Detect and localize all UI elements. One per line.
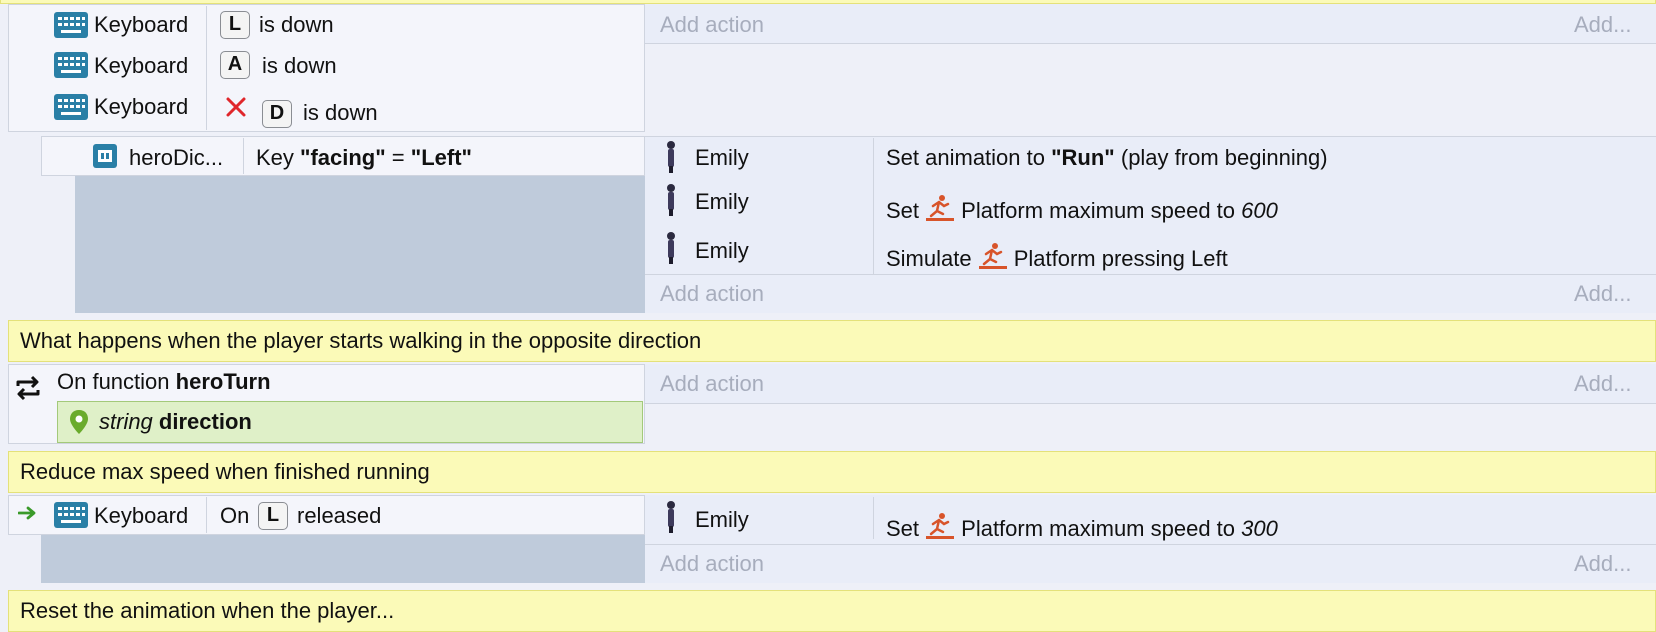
add-action-link[interactable]: Add action bbox=[660, 12, 764, 37]
divider bbox=[645, 544, 1656, 545]
invert-x-icon bbox=[226, 97, 246, 117]
key-cap: L bbox=[258, 502, 288, 530]
key-cap: A bbox=[220, 51, 250, 79]
add-action-link[interactable]: Add action bbox=[660, 371, 764, 396]
condition-prefix: On bbox=[220, 503, 250, 528]
function-loop-icon bbox=[16, 375, 40, 401]
add-more-link[interactable]: Add... bbox=[1574, 371, 1632, 396]
add-more-link[interactable]: Add... bbox=[1574, 281, 1632, 306]
comment-text: Reduce max speed when finished running bbox=[20, 459, 430, 484]
key-cap: L bbox=[220, 11, 250, 39]
action-text: Set animation to "Run" (play from beginn… bbox=[886, 145, 1328, 170]
action-text: Set Platform maximum speed to 600 bbox=[886, 194, 1278, 224]
comment-event-partial[interactable]: Reset the animation when the player... bbox=[8, 590, 1656, 632]
condition-text: released bbox=[297, 503, 382, 528]
keyboard-icon bbox=[54, 502, 88, 528]
function-parameter[interactable]: string direction bbox=[57, 401, 643, 443]
event-3-conditions-empty bbox=[41, 535, 645, 583]
event-1-add-action-row[interactable] bbox=[645, 4, 1656, 44]
condition-text: Key "facing" = "Left" bbox=[256, 145, 472, 170]
condition-object: Keyboard bbox=[94, 503, 189, 528]
platform-behavior-icon bbox=[926, 513, 955, 539]
action-object: Emily bbox=[695, 238, 749, 263]
event-3-actions bbox=[645, 495, 1656, 583]
sub-event-condition[interactable] bbox=[41, 136, 645, 176]
add-more-link[interactable]: Add... bbox=[1574, 551, 1632, 576]
platform-behavior-icon bbox=[926, 195, 955, 221]
add-action-link[interactable]: Add action bbox=[660, 551, 764, 576]
condition-object: Keyboard bbox=[94, 12, 189, 37]
parameter-type: string bbox=[99, 409, 153, 434]
parameter-pin-icon bbox=[70, 410, 88, 434]
action-text: Simulate Platform pressing Left bbox=[886, 242, 1228, 272]
condition-text: is down bbox=[262, 53, 337, 78]
action-separator bbox=[873, 138, 874, 275]
function-title: On function heroTurn bbox=[57, 369, 271, 394]
sub-event-actions bbox=[645, 136, 1656, 313]
keyboard-icon bbox=[54, 12, 88, 38]
action-object: Emily bbox=[695, 145, 749, 170]
comment-text: What happens when the player starts walk… bbox=[20, 328, 702, 353]
comment-event[interactable]: Reduce max speed when finished running bbox=[8, 451, 1656, 493]
condition-text: is down bbox=[303, 100, 378, 125]
trigger-arrow-icon bbox=[18, 506, 36, 520]
sub-event-separator bbox=[243, 138, 244, 174]
condition-object: heroDic... bbox=[129, 145, 224, 170]
parameter-name: direction bbox=[158, 409, 252, 434]
condition-text: is down bbox=[259, 12, 334, 37]
action-separator bbox=[873, 497, 874, 539]
emily-sprite-icon bbox=[667, 184, 675, 216]
event-1-conditions[interactable] bbox=[8, 4, 645, 132]
keyboard-icon bbox=[54, 94, 88, 120]
emily-sprite-icon bbox=[667, 141, 675, 173]
event-3-separator bbox=[206, 497, 207, 533]
key-cap: D bbox=[262, 100, 292, 128]
sub-event-conditions-empty bbox=[75, 176, 645, 313]
action-object: Emily bbox=[695, 507, 749, 532]
keyboard-icon bbox=[54, 52, 88, 78]
function-add-action-row[interactable] bbox=[645, 364, 1656, 404]
event-3-condition[interactable] bbox=[8, 495, 645, 535]
event-1-separator bbox=[206, 6, 207, 130]
emily-sprite-icon bbox=[667, 501, 675, 533]
divider bbox=[645, 274, 1656, 275]
add-more-link[interactable]: Add... bbox=[1574, 12, 1632, 37]
action-text: Set Platform maximum speed to 300 bbox=[886, 512, 1278, 542]
comment-event[interactable]: What happens when the player starts walk… bbox=[8, 320, 1656, 362]
add-action-link[interactable]: Add action bbox=[660, 281, 764, 306]
emily-sprite-icon bbox=[667, 232, 675, 264]
action-object: Emily bbox=[695, 189, 749, 214]
condition-object: Keyboard bbox=[94, 94, 189, 119]
platform-behavior-icon bbox=[978, 243, 1007, 269]
condition-object: Keyboard bbox=[94, 53, 189, 78]
structure-variable-icon bbox=[93, 144, 117, 168]
